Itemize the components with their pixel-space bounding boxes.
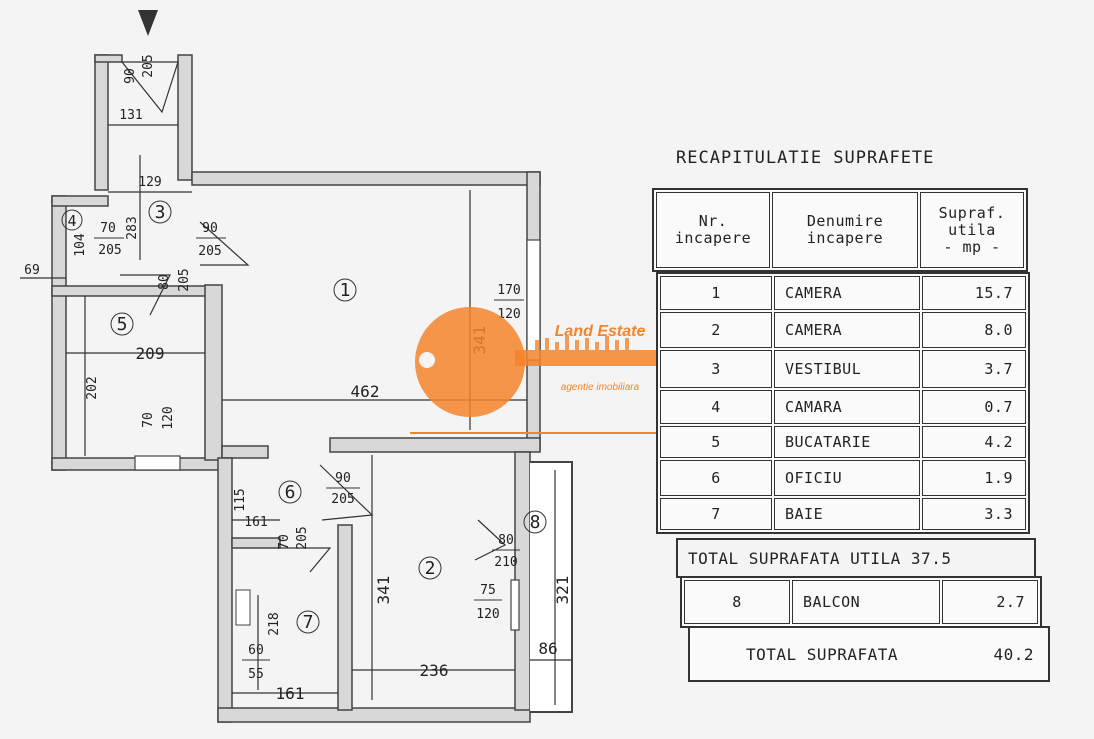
room-label-3: 3 bbox=[148, 200, 172, 224]
room-label-8: 8 bbox=[523, 510, 547, 534]
dim-462: 462 bbox=[351, 382, 380, 401]
svg-text:4: 4 bbox=[67, 212, 76, 230]
room-label-7: 7 bbox=[296, 610, 320, 634]
dim-90-door: 90 bbox=[123, 68, 138, 84]
row-name: VESTIBUL bbox=[774, 350, 920, 388]
row-nr: 5 bbox=[660, 426, 772, 458]
room-label-4: 4 bbox=[61, 209, 83, 231]
dim-236: 236 bbox=[420, 661, 449, 680]
row-nr: 3 bbox=[660, 350, 772, 388]
dim-202: 202 bbox=[85, 376, 100, 399]
dim-209: 209 bbox=[136, 344, 165, 363]
floor-plan-drawing: 1 2 3 4 5 6 7 8 131 129 283 90 205 90 20… bbox=[20, 10, 573, 723]
row-nr: 2 bbox=[660, 312, 772, 348]
row-name: CAMERA bbox=[774, 312, 920, 348]
row-name: BAIE bbox=[774, 498, 920, 530]
dim-70-window: 70 bbox=[141, 412, 156, 428]
row-area: 15.7 bbox=[922, 276, 1026, 310]
entrance-arrow-icon bbox=[138, 10, 158, 36]
row-name: OFICIU bbox=[774, 460, 920, 496]
dim-210: 210 bbox=[494, 555, 517, 570]
dim-60: 60 bbox=[248, 643, 264, 658]
svg-text:5: 5 bbox=[117, 314, 128, 335]
dim-161: 161 bbox=[244, 515, 267, 530]
dim-170: 170 bbox=[497, 283, 520, 298]
room-label-2: 2 bbox=[418, 556, 442, 580]
dim-80: 80 bbox=[157, 274, 172, 290]
balcony-block bbox=[680, 576, 1042, 628]
row-nr: 4 bbox=[660, 390, 772, 424]
dim-341-room2: 341 bbox=[374, 576, 393, 605]
table-title: RECAPITULATIE SUPRAFETE bbox=[676, 148, 935, 168]
svg-text:1: 1 bbox=[340, 280, 351, 301]
table-rooms-block bbox=[656, 272, 1030, 534]
key-logo-icon: Land Estate agentie imobiliara bbox=[410, 307, 682, 434]
land-estate-logo: Land Estate agentie imobiliara bbox=[405, 300, 685, 440]
row-area: 1.9 bbox=[922, 460, 1026, 496]
room-label-5: 5 bbox=[110, 312, 134, 336]
dim-75: 75 bbox=[480, 583, 496, 598]
dim-129: 129 bbox=[138, 175, 161, 190]
dim-161-bath: 161 bbox=[276, 684, 305, 703]
dim-205-door: 205 bbox=[141, 54, 156, 77]
row-area: 0.7 bbox=[922, 390, 1026, 424]
balcony-area: 2.7 bbox=[942, 580, 1038, 624]
dim-283: 283 bbox=[125, 216, 140, 239]
dim-69: 69 bbox=[24, 263, 40, 278]
row-nr: 1 bbox=[660, 276, 772, 310]
row-area: 3.7 bbox=[922, 350, 1026, 388]
dimension-labels: 131 129 283 90 205 90 205 70 205 104 80 … bbox=[24, 54, 572, 703]
row-area: 8.0 bbox=[922, 312, 1026, 348]
svg-text:6: 6 bbox=[285, 482, 296, 503]
room-labels: 1 2 3 4 5 6 7 8 bbox=[61, 200, 547, 634]
balcony-nr: 8 bbox=[684, 580, 790, 624]
header-name: Denumire incapere bbox=[772, 192, 918, 268]
row-name: BUCATARIE bbox=[774, 426, 920, 458]
dim-80-room2: 80 bbox=[498, 533, 514, 548]
row-nr: 7 bbox=[660, 498, 772, 530]
row-area: 4.2 bbox=[922, 426, 1026, 458]
dim-120-room2: 120 bbox=[476, 607, 499, 622]
row-area: 3.3 bbox=[922, 498, 1026, 530]
dim-120-window: 120 bbox=[161, 406, 176, 429]
room-label-6: 6 bbox=[278, 480, 302, 504]
header-nr: Nr. incapere bbox=[656, 192, 770, 268]
walls bbox=[51, 54, 573, 723]
total-row bbox=[688, 626, 1050, 682]
dim-90-6: 90 bbox=[335, 471, 351, 486]
row-name: CAMARA bbox=[774, 390, 920, 424]
total-label: TOTAL SUPRAFATA bbox=[746, 644, 898, 664]
header-area: Supraf. utila - mp - bbox=[920, 192, 1024, 268]
dim-321: 321 bbox=[553, 576, 572, 605]
table-header-block bbox=[652, 188, 1028, 272]
dim-70: 70 bbox=[100, 221, 116, 236]
dim-86: 86 bbox=[538, 639, 557, 658]
row-nr: 6 bbox=[660, 460, 772, 496]
dim-70-bath: 70 bbox=[277, 534, 292, 550]
logo-name: Land Estate bbox=[555, 323, 646, 340]
dim-90: 90 bbox=[202, 221, 218, 236]
dim-205: 205 bbox=[198, 244, 221, 259]
dim-115: 115 bbox=[233, 488, 248, 511]
logo-tagline: agentie imobiliara bbox=[561, 382, 640, 393]
dim-131: 131 bbox=[119, 108, 142, 123]
dim-205-6: 205 bbox=[331, 492, 354, 507]
svg-text:8: 8 bbox=[530, 512, 541, 533]
svg-text:2: 2 bbox=[425, 558, 436, 579]
dim-55: 55 bbox=[248, 667, 264, 682]
row-name: CAMERA bbox=[774, 276, 920, 310]
balcony-name: BALCON bbox=[792, 580, 940, 624]
total-value: 40.2 bbox=[993, 644, 1034, 664]
svg-text:3: 3 bbox=[155, 202, 166, 223]
total-util-row: TOTAL SUPRAFATA UTILA 37.5 bbox=[676, 538, 1036, 578]
dim-205-4: 205 bbox=[98, 243, 121, 258]
svg-text:7: 7 bbox=[303, 612, 314, 633]
room-label-1: 1 bbox=[333, 278, 357, 302]
dim-205-5: 205 bbox=[177, 268, 192, 291]
dim-104: 104 bbox=[73, 233, 88, 257]
dim-205-bath: 205 bbox=[295, 526, 310, 549]
dim-218: 218 bbox=[267, 612, 282, 635]
